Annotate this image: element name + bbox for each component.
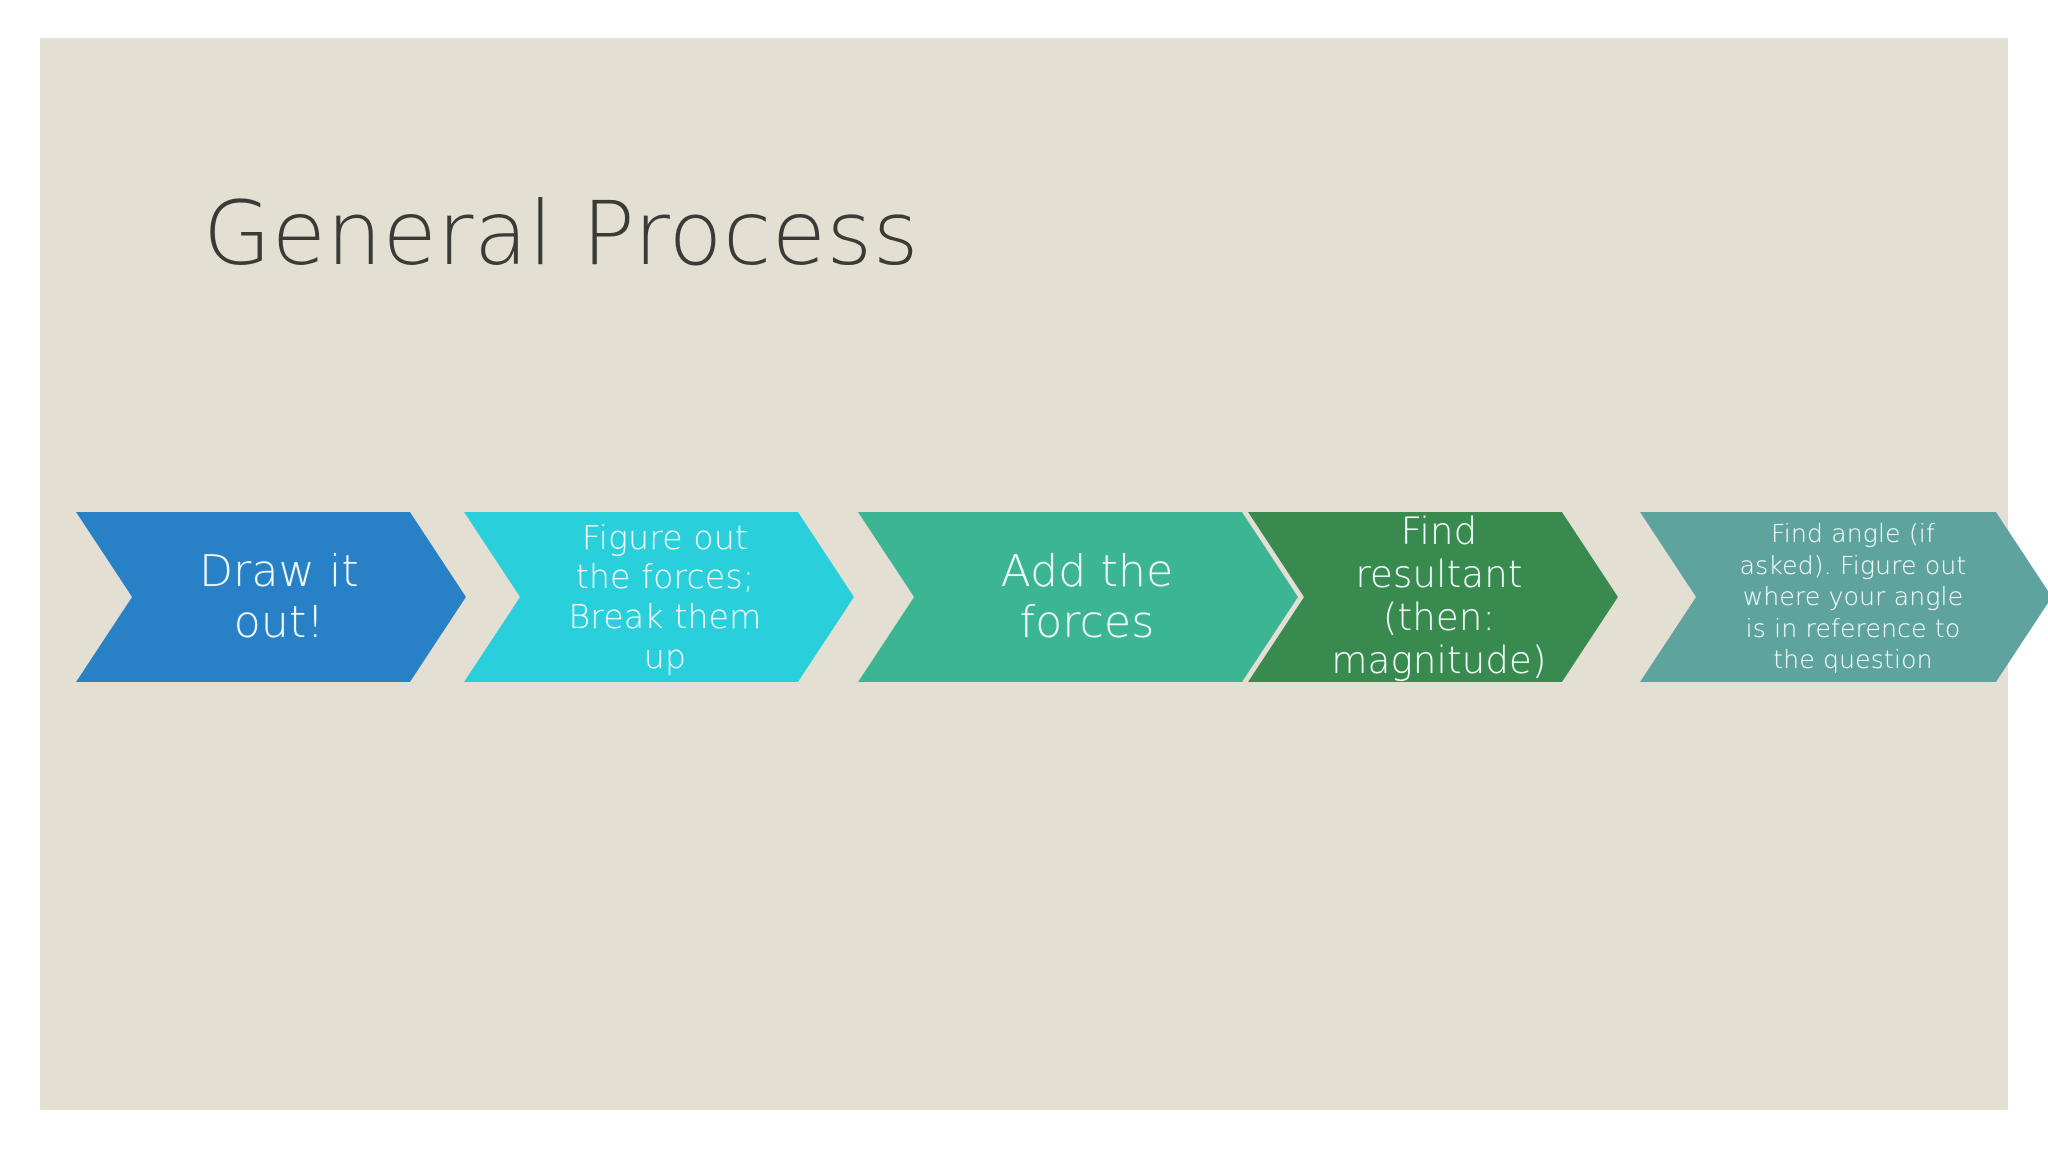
page-title: General Process <box>203 182 920 285</box>
